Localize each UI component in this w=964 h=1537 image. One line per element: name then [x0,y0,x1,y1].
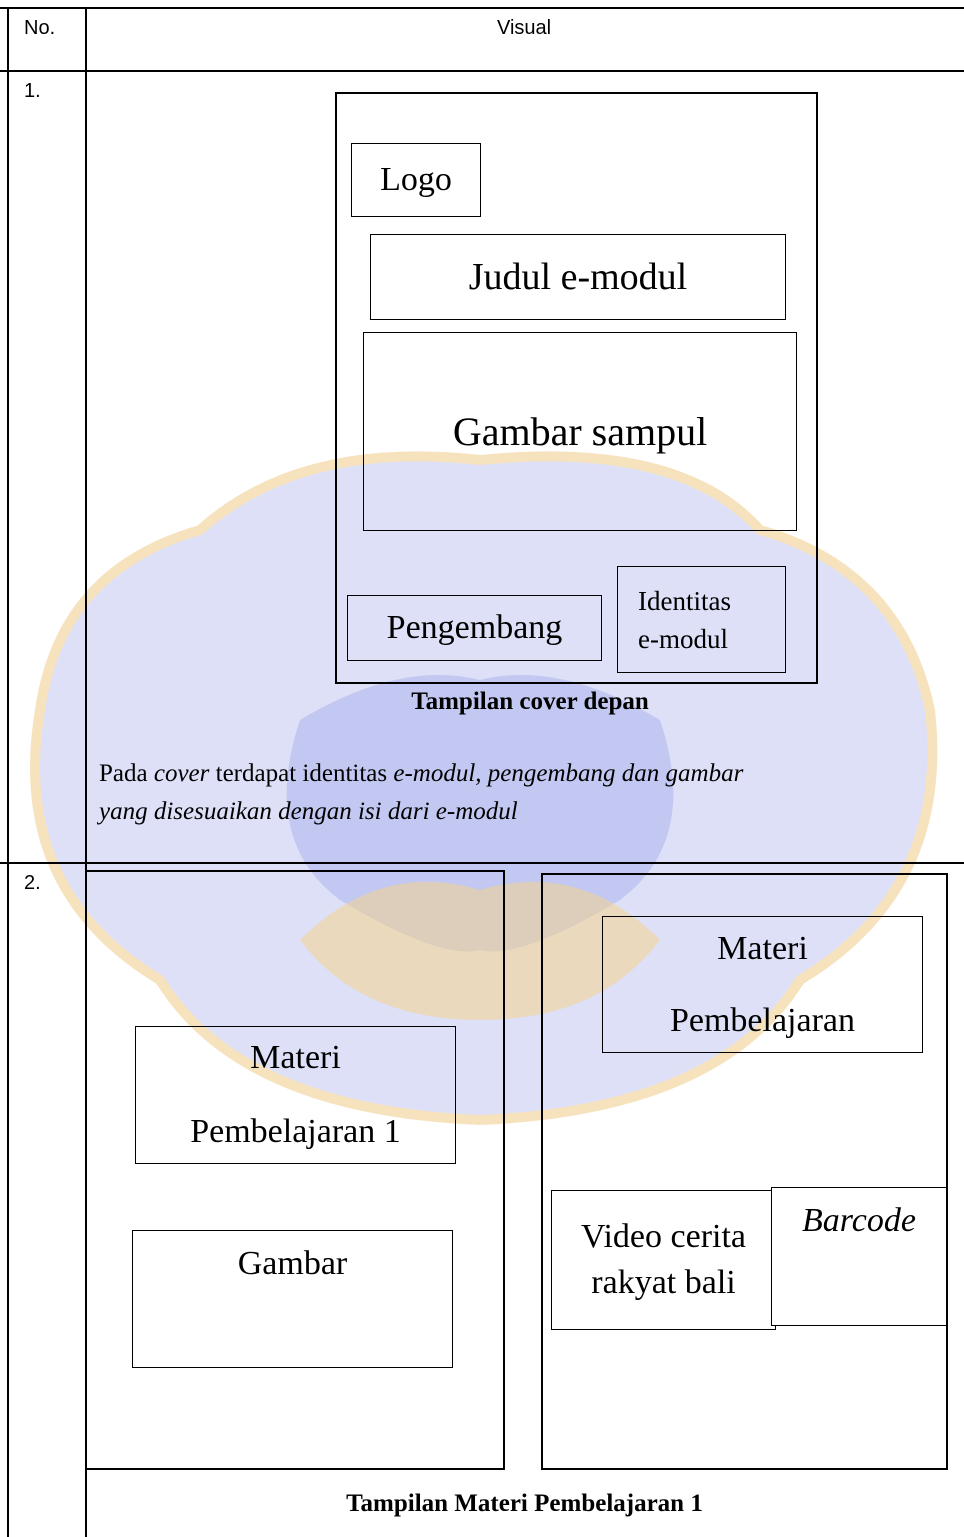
barcode-label: Barcode [802,1202,916,1239]
barcode-box: Barcode [771,1187,947,1326]
table-left-border [7,7,9,1537]
title-label: Judul e-modul [468,256,688,298]
description-line-1: Pada cover terdapat identitas e-modul, p… [99,755,959,793]
right-material-box: Materi Pembelajaran [602,916,923,1053]
cover-description: Pada cover terdapat identitas e-modul, p… [99,755,959,831]
logo-box: Logo [351,143,481,217]
row-number-1: 1. [24,80,41,102]
developer-box: Pengembang [347,595,602,661]
cover-caption: Tampilan cover depan [411,688,649,715]
left-material-line1: Materi [250,1039,341,1076]
identity-box: Identitas e-modul [617,566,786,673]
left-image-box: Gambar [132,1230,453,1368]
material-caption: Tampilan Materi Pembelajaran 1 [346,1490,703,1517]
title-box: Judul e-modul [370,234,786,320]
header-visual: Visual [497,17,552,39]
video-line2: rakyat bali [591,1264,736,1301]
video-line1: Video cerita [580,1218,747,1255]
cover-image-label: Gambar sampul [452,409,708,454]
row-number-2: 2. [24,872,41,894]
right-material-line2: Pembelajaran [669,1001,856,1039]
left-page-frame [85,870,505,1470]
cover-image-box: Gambar sampul [363,332,797,531]
developer-label: Pengembang [386,609,563,646]
table-row-divider [0,862,964,864]
desc-part: terdapat identitas [209,760,394,787]
table-header-divider [0,70,964,72]
logo-label: Logo [380,161,452,198]
right-page-frame [541,873,948,1470]
identity-label-line2: e-modul [638,623,728,654]
table-top-border [0,7,964,9]
header-no: No. [24,17,56,39]
desc-part: Pada [99,760,154,787]
right-material-line1: Materi [717,929,808,967]
left-material-line2: Pembelajaran 1 [190,1113,401,1150]
left-image-label: Gambar [237,1245,348,1282]
desc-part-italic: e-modul, pengembang dan gambar [393,760,744,787]
identity-label-line1: Identitas [638,585,731,616]
description-line-2: yang disesuaikan dengan isi dari e-modul [99,798,518,825]
video-box: Video cerita rakyat bali [551,1190,776,1330]
table-column-divider [85,7,87,1537]
left-material-box: Materi Pembelajaran 1 [135,1026,456,1164]
desc-part-italic: cover [153,760,210,787]
cover-frame [335,92,818,684]
